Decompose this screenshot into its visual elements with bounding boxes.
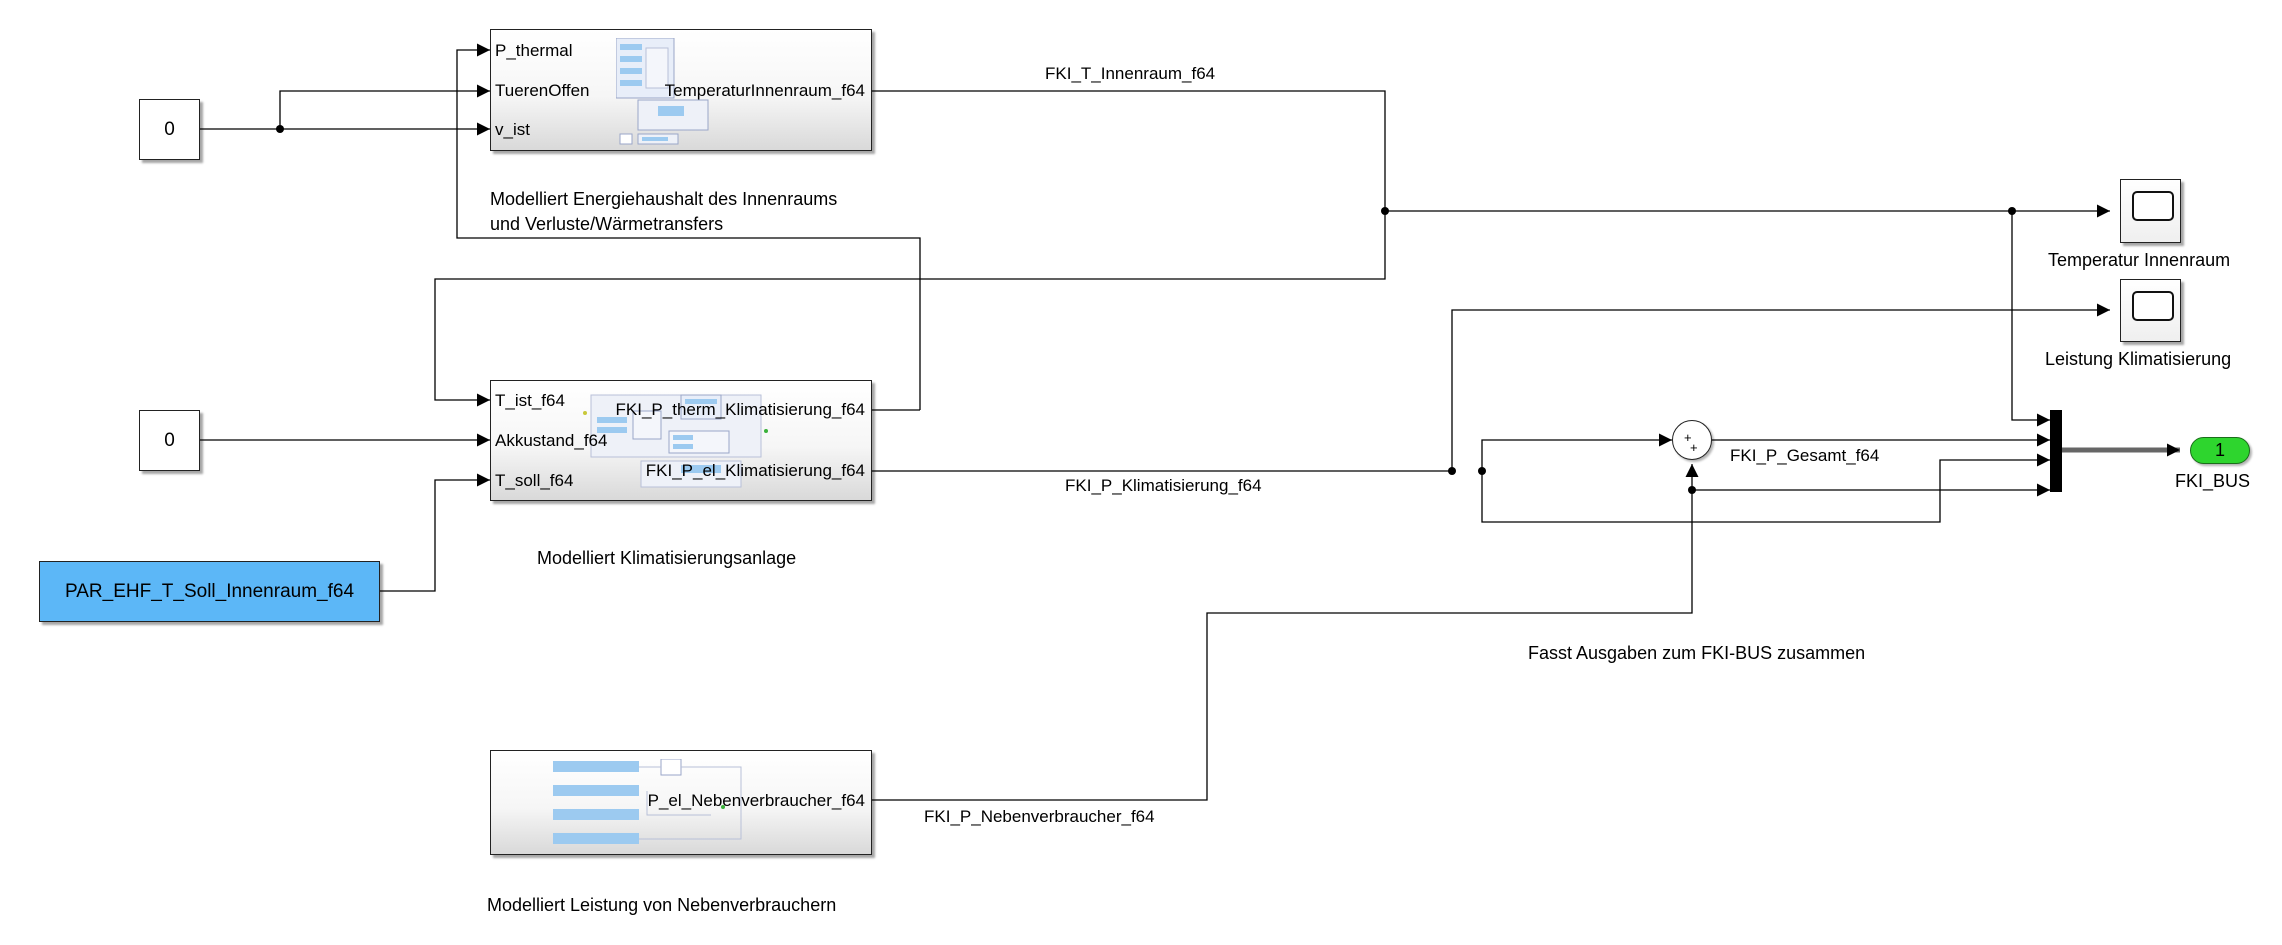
wire-t-innenraum[interactable] xyxy=(434,90,1386,407)
junction-t-scope xyxy=(2008,207,2016,215)
annotation-fki-bus: Fasst Ausgaben zum FKI-BUS zusammen xyxy=(1528,643,1866,663)
annotation-energiehaushalt-2: und Verluste/Wärmetransfers xyxy=(490,214,724,234)
bus-creator[interactable] xyxy=(2050,410,2062,492)
sum-sign-1: + xyxy=(1684,430,1692,445)
scope-leistung-klimatisierung[interactable] xyxy=(2120,279,2181,342)
wire-klima-to-scope[interactable] xyxy=(1451,303,2110,471)
input-port-tueren-offen: TuerenOffen xyxy=(495,81,590,100)
subsystem-temperatur-innenraum[interactable]: P_thermal TuerenOffen v_ist TemperaturIn… xyxy=(490,29,872,151)
wire-feedback-p-thermal[interactable] xyxy=(456,43,921,410)
wire-klima-to-sum[interactable] xyxy=(1481,433,1672,471)
input-port-t-soll: T_soll_f64 xyxy=(495,471,574,490)
scope-screen-icon xyxy=(2132,191,2174,221)
scope-label-leistung: Leistung Klimatisierung xyxy=(2045,349,2232,369)
input-port-v-ist: v_ist xyxy=(495,120,530,139)
outport-label: FKI_BUS xyxy=(2175,471,2251,491)
scope-screen-icon xyxy=(2132,291,2174,321)
wire-p-neben[interactable] xyxy=(872,464,1699,801)
subsystem-thumbnail xyxy=(583,394,768,488)
wire-param-to-tsoll[interactable] xyxy=(380,473,490,592)
input-port-t-ist: T_ist_f64 xyxy=(495,391,565,410)
sum-block[interactable]: + + xyxy=(1672,420,1712,460)
scope-label-temperatur: Temperatur Innenraum xyxy=(2048,250,2231,270)
subsystem-thumbnail xyxy=(616,38,709,145)
subsystem-nebenverbraucher[interactable]: P_el_Nebenverbraucher_f64 xyxy=(490,750,872,855)
signal-label-p-gesamt: FKI_P_Gesamt_f64 xyxy=(1730,446,1880,465)
parameter-block-t-soll[interactable]: PAR_EHF_T_Soll_Innenraum_f64 xyxy=(39,561,380,622)
junction-neben xyxy=(1688,486,1696,494)
output-port-p-el: FKI_P_el_Klimatisierung_f64 xyxy=(645,461,865,480)
outport-fki-bus[interactable]: 1 xyxy=(2190,437,2250,464)
wire-klima-to-bus[interactable] xyxy=(1481,453,2050,523)
output-port-p-therm: FKI_P_therm_Klimatisierung_f64 xyxy=(615,400,865,419)
junction-const xyxy=(276,125,284,133)
subsystem-thumbnail xyxy=(553,759,742,844)
junction-klima-a xyxy=(1448,467,1456,475)
annotation-energiehaushalt-1: Modelliert Energiehaushalt des Innenraum… xyxy=(490,189,838,209)
signal-label-t-innenraum: FKI_T_Innenraum_f64 xyxy=(1045,64,1216,83)
signal-label-p-klimatisierung: FKI_P_Klimatisierung_f64 xyxy=(1065,476,1262,495)
constant-block-mid[interactable]: 0 xyxy=(139,410,200,471)
input-port-p-thermal: P_thermal xyxy=(495,41,573,60)
output-port-p-el-neben: P_el_Nebenverbraucher_f64 xyxy=(647,791,865,810)
annotation-klimatisierungsanlage: Modelliert Klimatisierungsanlage xyxy=(537,548,797,568)
scope-temperatur-innenraum[interactable] xyxy=(2120,179,2181,243)
annotation-nebenverbraucher: Modelliert Leistung von Nebenverbraucher… xyxy=(487,895,837,915)
wire-const-to-tueren[interactable] xyxy=(279,84,490,129)
constant-block-top[interactable]: 0 xyxy=(139,99,200,160)
input-port-akkustand: Akkustand_f64 xyxy=(495,431,608,450)
output-port-temperatur: TemperaturInnenraum_f64 xyxy=(664,81,865,100)
subsystem-klimatisierung[interactable]: T_ist_f64 Akkustand_f64 T_soll_f64 FKI_P… xyxy=(490,380,872,501)
sum-sign-2: + xyxy=(1690,440,1698,455)
signal-label-p-nebenverbraucher: FKI_P_Nebenverbraucher_f64 xyxy=(924,807,1155,826)
junction-t-innenraum xyxy=(1381,207,1389,215)
junction-klima-b xyxy=(1478,467,1486,475)
wire-t-to-bus[interactable] xyxy=(2011,211,2050,427)
